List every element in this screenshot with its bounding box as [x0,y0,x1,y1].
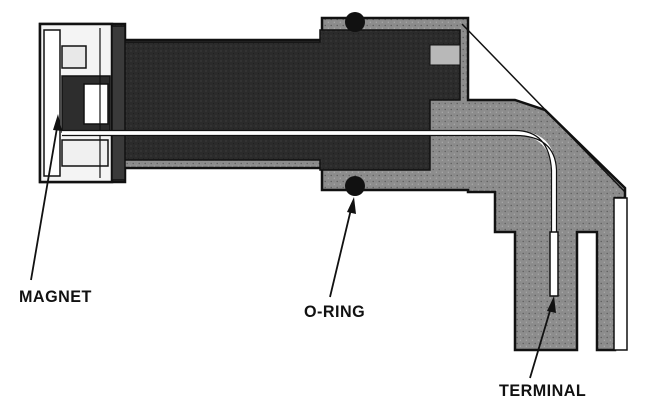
core-slot [429,44,461,66]
magnet-inner-left [43,29,61,177]
terminal-pin [549,231,559,297]
o-ring-bottom [345,176,365,196]
terminal-label: TERMINAL [499,381,587,400]
o-ring-leader [329,197,356,298]
end-cap-flange [111,25,126,181]
magnet-leader [30,114,62,281]
connector-side-plate [613,197,628,351]
magnet-block-face [83,83,109,125]
terminal-leader [529,296,556,379]
magnet-block-bottom [61,139,109,167]
o-ring-top [345,12,365,32]
o-ring-label: O-RING [304,302,366,321]
sensor-core [114,29,461,171]
lead-wire-outline [62,129,558,292]
magnet-block-top [61,45,87,69]
magnet-label: MAGNET [19,287,92,306]
connector-bracket-line [461,23,626,193]
